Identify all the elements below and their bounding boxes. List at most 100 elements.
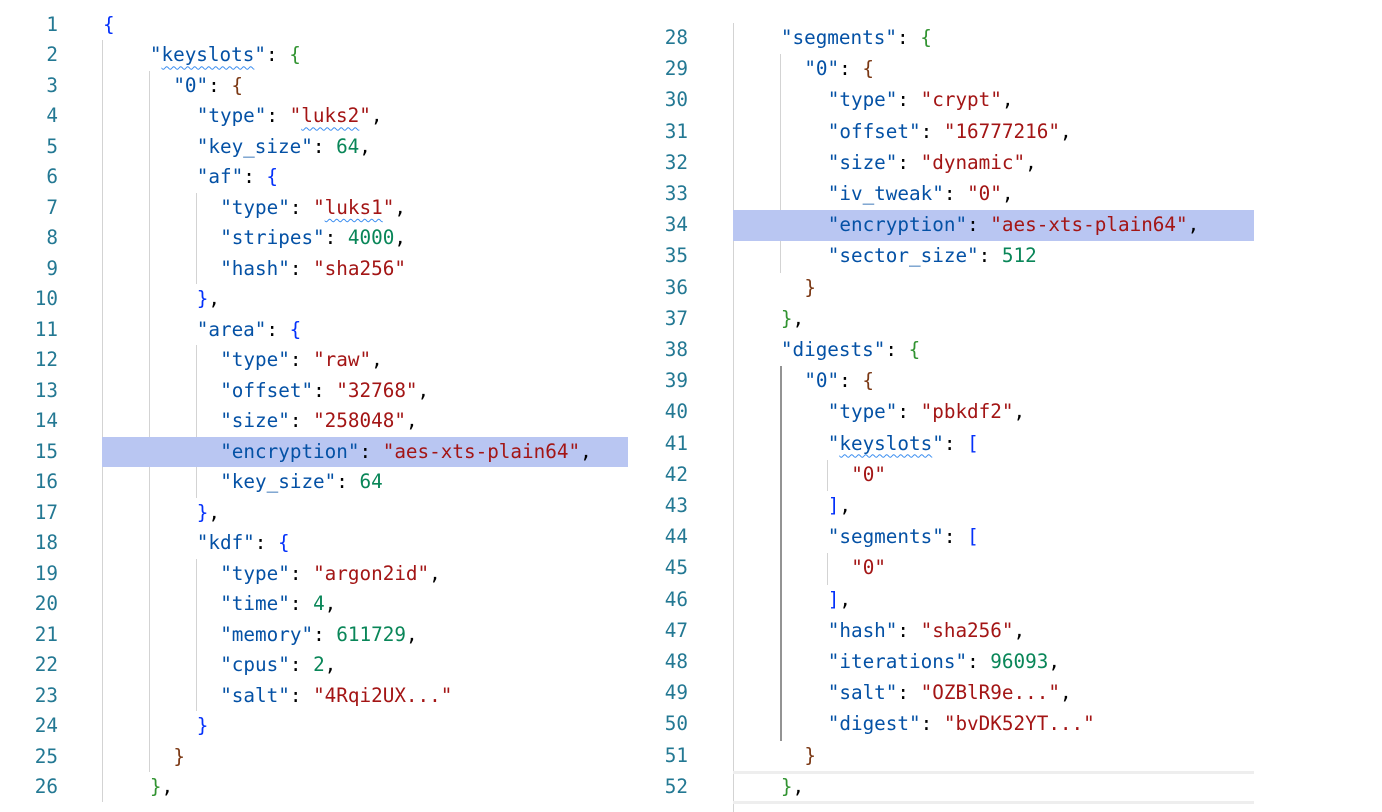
json-string: "raw" [313, 348, 372, 372]
bracket: } [173, 744, 185, 768]
punctuation: , [792, 774, 805, 798]
code-line[interactable]: { [103, 10, 115, 40]
punctuation: , [1059, 119, 1072, 143]
code-line[interactable]: "digests": { [781, 335, 920, 365]
code-line[interactable]: "key_size": 64, [197, 132, 371, 162]
code-line[interactable]: "keyslots": [ [828, 429, 979, 459]
json-string: "aes-xts-plain64" [382, 439, 581, 463]
code-line[interactable]: "0" [851, 460, 886, 490]
json-number: 2 [313, 653, 325, 677]
code-line[interactable]: "keyslots": { [150, 40, 301, 70]
json-string: "dynamic" [920, 150, 1026, 174]
line-number-text: 30 [664, 88, 688, 112]
code-line[interactable]: "size": "258048", [220, 406, 417, 436]
code-line[interactable]: "type": "argon2id", [220, 559, 441, 589]
bracket: } [780, 306, 793, 330]
punctuation: , [429, 561, 441, 585]
code-line[interactable]: "hash": "sha256", [828, 616, 1025, 646]
code-line[interactable]: "offset": "32768", [220, 376, 429, 406]
code-line[interactable]: "type": "luks1", [220, 193, 406, 223]
code-line[interactable]: "offset": "16777216", [828, 117, 1072, 147]
punctuation: , [394, 226, 406, 250]
code-line[interactable]: "salt": "4Rqi2UX..." [220, 681, 452, 711]
code-line[interactable]: "iv_tweak": "0", [828, 179, 1014, 209]
line-number-text: 12 [34, 348, 58, 372]
punctuation: : [885, 338, 909, 361]
code-line[interactable]: } [804, 741, 816, 771]
line-number-text: 14 [34, 409, 58, 433]
bracket: { [278, 531, 290, 555]
code-line[interactable]: "cpus": 2, [220, 650, 336, 680]
line-number-text: 20 [34, 592, 58, 616]
code-line[interactable]: "type": "luks2", [197, 101, 383, 131]
code-line[interactable]: "0": { [173, 71, 243, 101]
punctuation: , [1001, 88, 1014, 112]
code-line[interactable]: "salt": "OZBlR9e...", [828, 678, 1072, 708]
punctuation: , [580, 439, 592, 463]
code-line[interactable]: "kdf": { [197, 528, 290, 558]
bracket: { [266, 165, 279, 189]
json-key: " [827, 431, 840, 455]
line-number-text: 15 [34, 439, 58, 463]
line-number-text: 33 [664, 182, 688, 205]
code-line[interactable]: "sector_size": 512 [828, 241, 1037, 271]
code-line[interactable]: "encryption": "aes-xts-plain64", [220, 437, 591, 467]
code-line[interactable]: "0": { [804, 366, 874, 396]
json-key: "key_size" [196, 134, 313, 158]
json-key: "digests" [780, 338, 886, 361]
editor-pane-right[interactable]: 28"segments": {29"0": {30"type": "crypt"… [630, 0, 1270, 812]
code-line[interactable]: ], [828, 585, 851, 615]
line-number-text: 41 [664, 431, 688, 455]
punctuation: , [1013, 400, 1026, 424]
json-string: "sha256" [920, 618, 1014, 642]
code-line[interactable]: "size": "dynamic", [828, 148, 1037, 178]
punctuation: , [208, 287, 220, 311]
punctuation: , [405, 409, 418, 433]
code-line[interactable]: "type": "raw", [220, 345, 383, 375]
code-line[interactable]: "stripes": 4000, [220, 223, 406, 253]
code-line[interactable]: }, [781, 772, 804, 802]
code-line[interactable]: "key_size": 64 [220, 467, 383, 497]
code-line[interactable]: "0": { [804, 54, 874, 84]
code-line[interactable]: ], [828, 491, 851, 521]
code-line[interactable]: "digest": "bvDK52YT..." [828, 709, 1095, 739]
bracket: } [196, 500, 209, 524]
code-line[interactable]: "segments": [ [828, 522, 979, 552]
code-line[interactable]: "area": { [197, 315, 301, 345]
code-line[interactable]: } [173, 742, 185, 772]
json-key: "0" [173, 73, 209, 97]
punctuation: : [289, 653, 314, 677]
json-key: "type" [196, 104, 267, 128]
code-line[interactable]: "encryption": "aes-xts-plain64", [828, 210, 1199, 240]
code-line[interactable]: }, [197, 498, 220, 528]
line-number-text: 1 [46, 13, 58, 36]
code-line[interactable]: } [804, 273, 816, 303]
code-line[interactable]: "segments": { [781, 23, 932, 53]
code-line[interactable]: "type": "pbkdf2", [828, 397, 1025, 427]
code-line[interactable]: } [197, 711, 209, 741]
json-key: "time" [220, 592, 290, 616]
punctuation: , [417, 378, 430, 402]
code-line[interactable]: "0" [851, 553, 886, 583]
punctuation: , [1025, 150, 1037, 174]
json-key: "salt" [827, 681, 898, 705]
json-string: "bvDK52YT..." [943, 712, 1095, 736]
code-line[interactable]: "hash": "sha256" [220, 254, 406, 284]
punctuation: , [324, 592, 337, 616]
code-line[interactable]: "af": { [197, 162, 278, 192]
line-number-text: 51 [664, 743, 688, 767]
code-line[interactable]: "time": 4, [220, 589, 336, 619]
code-line[interactable]: }, [781, 304, 804, 334]
bracket: } [196, 287, 209, 311]
json-number: 96093 [990, 650, 1049, 673]
line-number-text: 21 [34, 622, 58, 646]
code-line[interactable]: }, [197, 284, 220, 314]
json-string: "OZBlR9e..." [920, 681, 1060, 705]
code-line[interactable]: "iterations": 96093, [828, 647, 1060, 677]
editor-pane-left[interactable]: 1{2"keyslots": {3"0": {4"type": "luks2",… [0, 0, 630, 812]
code-line[interactable]: "memory": 611729, [220, 620, 417, 650]
code-line[interactable]: }, [150, 772, 173, 802]
code-line[interactable]: "type": "crypt", [828, 85, 1014, 115]
json-key: "iterations" [827, 650, 968, 673]
punctuation: , [1048, 650, 1060, 673]
